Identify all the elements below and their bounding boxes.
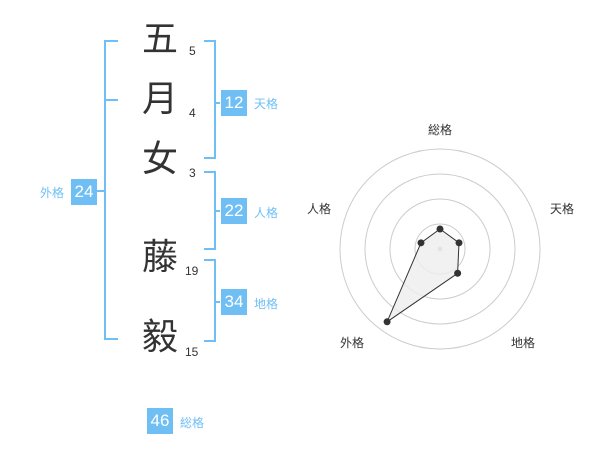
radar-ring-3 (364, 173, 516, 325)
chikaku-value: 34 (221, 289, 247, 315)
stroke-count-3: 3 (189, 166, 196, 180)
radar-point-0 (436, 225, 444, 233)
soukaku-label: 総格 (180, 416, 205, 430)
jinkaku-label: 人格 (254, 206, 279, 220)
radar-point-1 (455, 239, 463, 247)
chikaku-bracket (204, 259, 216, 342)
stroke-count-4: 19 (185, 264, 199, 278)
name-char-5: 毅 (141, 317, 178, 358)
gaikaku-value: 24 (71, 179, 97, 205)
radar-point-2 (454, 269, 462, 277)
stroke-count-1: 5 (189, 44, 196, 58)
name-char-2: 月 (141, 79, 178, 120)
soukaku-value: 46 (147, 408, 173, 434)
name-char-1: 五 (141, 19, 178, 60)
radar-polygon (385, 228, 460, 324)
jinkaku-value: 22 (221, 198, 247, 224)
radar-label-tenkaku: 天格 (550, 202, 575, 216)
radar-point-3 (383, 318, 391, 326)
name-char-4: 藤 (141, 237, 178, 278)
tenkaku-bracket (204, 40, 216, 159)
radar-ring-4 (339, 148, 541, 350)
stroke-count-2: 4 (189, 106, 196, 120)
radar-label-soukaku: 総格 (428, 123, 453, 137)
chikaku-label: 地格 (254, 297, 279, 311)
radar-ring-2 (389, 198, 491, 300)
radar-label-gaikaku: 外格 (340, 336, 365, 350)
tenkaku-value: 12 (221, 90, 247, 116)
radar-point-4 (417, 239, 425, 247)
tenkaku-label: 天格 (254, 97, 279, 111)
radar-label-chikaku: 地格 (511, 336, 536, 350)
radar-points (383, 225, 463, 326)
stroke-count-5: 15 (185, 345, 199, 359)
gaikaku-label: 外格 (40, 186, 65, 200)
name-char-3: 女 (141, 139, 178, 180)
radar-label-jinkaku: 人格 (307, 202, 332, 216)
